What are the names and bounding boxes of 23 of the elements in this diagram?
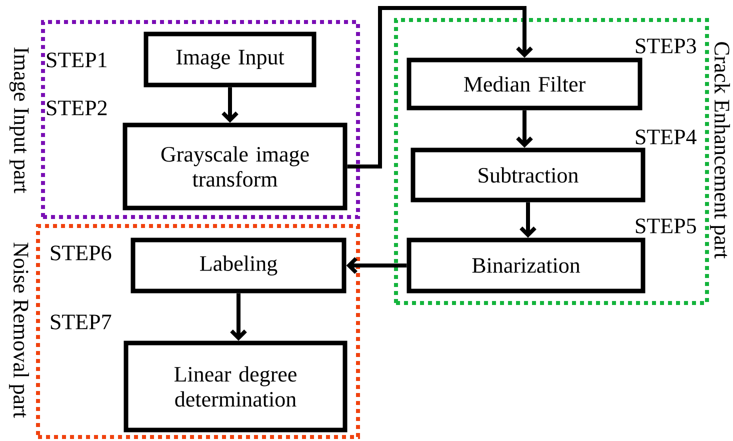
step-label: STEP1 (46, 52, 106, 68)
arrow (347, 6, 533, 168)
arrow (516, 110, 533, 148)
arrow (520, 202, 536, 238)
step-label: STEP3 (636, 38, 696, 54)
process-box: Subtraction (410, 148, 646, 202)
process-box: Median Filter (406, 58, 642, 110)
arrow (230, 293, 247, 341)
process-box: Linear degree determination (124, 340, 348, 432)
step-label: STEP6 (50, 246, 112, 260)
step-label: STEP5 (636, 218, 696, 234)
process-box: Binarization (406, 238, 646, 294)
group-title: Noise Removal part (9, 242, 29, 418)
process-box: Grayscale image transform (122, 122, 348, 210)
group-title: Crack Enhancement part (710, 42, 730, 259)
process-box: Image Input (144, 32, 316, 88)
step-label: STEP2 (46, 100, 107, 116)
arrow (222, 87, 238, 123)
arrow (346, 257, 407, 274)
process-box: Labeling (130, 238, 346, 294)
group-title: Image Input part (9, 47, 29, 194)
step-label: STEP4 (636, 130, 696, 144)
step-label: STEP7 (50, 314, 112, 330)
